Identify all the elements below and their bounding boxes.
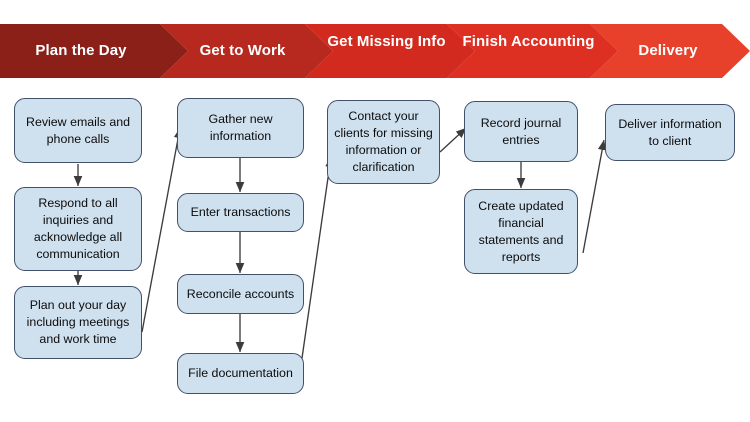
process-node-record-journal[interactable]: Record journal entries bbox=[464, 101, 578, 162]
connector-create-to-deliver bbox=[582, 139, 607, 254]
chevron-shape-4[interactable] bbox=[590, 24, 750, 78]
process-node-respond-inquiries[interactable]: Respond to all inquiries and acknowledge… bbox=[14, 187, 142, 271]
process-node-deliver-info[interactable]: Deliver information to client bbox=[605, 104, 735, 161]
banner-shapes bbox=[0, 24, 750, 78]
process-node-plan-day[interactable]: Plan out your day including meetings and… bbox=[14, 286, 142, 359]
process-node-create-statements[interactable]: Create updated financial statements and … bbox=[464, 189, 578, 274]
process-node-contact-clients[interactable]: Contact your clients for missing informa… bbox=[327, 100, 440, 184]
process-node-gather-info[interactable]: Gather new information bbox=[177, 98, 304, 158]
connector-plan-to-gather bbox=[141, 127, 183, 333]
process-node-review-emails[interactable]: Review emails and phone calls bbox=[14, 98, 142, 163]
connector-file-to-contact bbox=[299, 156, 334, 373]
chevron-shape-0[interactable] bbox=[0, 24, 188, 78]
process-node-reconcile-accounts[interactable]: Reconcile accounts bbox=[177, 274, 304, 314]
chevron-shape-1[interactable] bbox=[160, 24, 333, 78]
chevron-shape-2[interactable] bbox=[305, 24, 475, 78]
chevron-shape-3[interactable] bbox=[447, 24, 618, 78]
process-node-file-documentation[interactable]: File documentation bbox=[177, 353, 304, 394]
connector-contact-to-record bbox=[439, 127, 467, 153]
process-node-enter-transactions[interactable]: Enter transactions bbox=[177, 193, 304, 232]
